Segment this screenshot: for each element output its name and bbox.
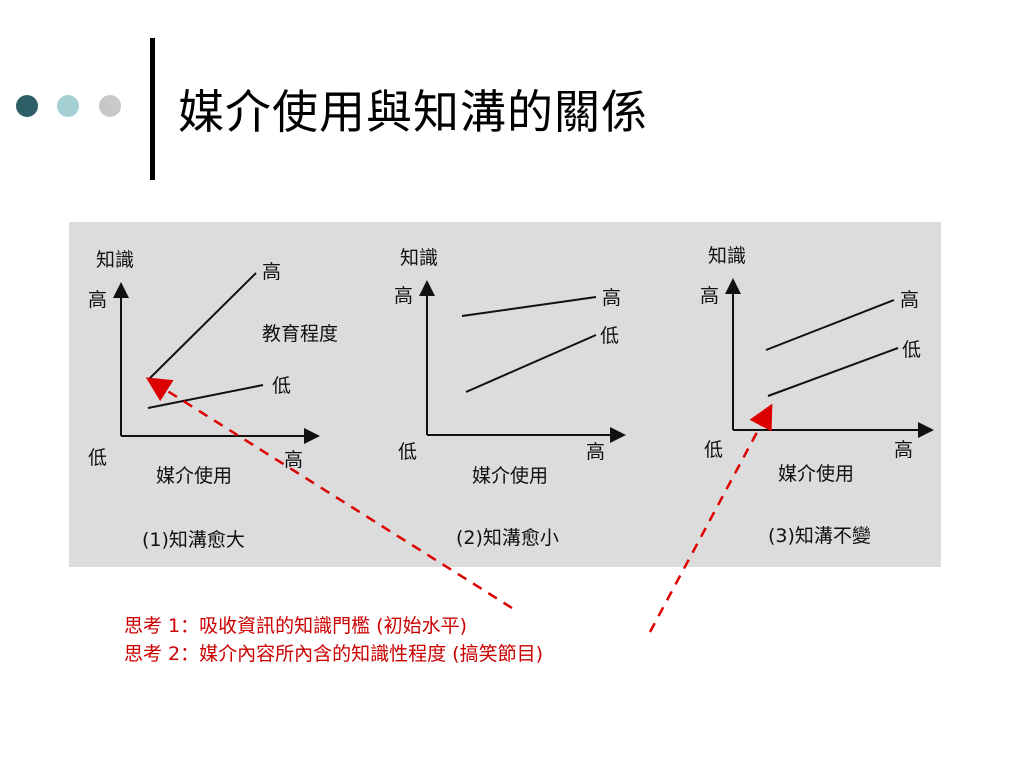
y-high-label: 高	[88, 289, 107, 311]
caption: (2)知溝愈小	[456, 527, 559, 549]
y-axis-label: 知識	[96, 249, 134, 271]
x-axis-label: 媒介使用	[778, 463, 854, 485]
line-low-label: 低	[272, 375, 291, 397]
x-high-label: 高	[284, 449, 303, 471]
note-line-2: 思考 2：媒介內容所內含的知識性程度 (搞笑節目)	[124, 643, 543, 665]
slide-title: 媒介使用與知溝的關係	[178, 85, 648, 139]
y-low-label: 低	[398, 441, 417, 463]
bullet-dot-2	[57, 95, 79, 117]
line-high-label: 高	[602, 287, 621, 309]
y-axis-label: 知識	[400, 247, 438, 269]
x-axis-label: 媒介使用	[472, 465, 548, 487]
pointer-arrow-1	[145, 377, 513, 610]
caption: (1)知溝愈大	[142, 529, 245, 551]
line-low-education	[465, 334, 597, 393]
line-low-education	[147, 384, 264, 409]
line-low-education	[767, 347, 899, 397]
line-high-education	[461, 296, 597, 317]
y-low-label: 低	[704, 439, 723, 461]
notes: 思考 1：吸收資訊的知識門檻 (初始水平) 思考 2：媒介內容所內含的知識性程度…	[124, 612, 543, 668]
x-high-label: 高	[894, 439, 913, 461]
line-high-label: 高	[900, 289, 919, 311]
y-high-label: 高	[394, 285, 413, 307]
line-low-label: 低	[902, 339, 921, 361]
note-line-1: 思考 1：吸收資訊的知識門檻 (初始水平)	[124, 615, 467, 637]
group-label: 教育程度	[262, 323, 338, 345]
x-high-label: 高	[586, 441, 605, 463]
line-high-label: 高	[262, 261, 281, 283]
panel-3: 知識 高 低 高 媒介使用 高 低 (3)知溝不變	[700, 245, 934, 547]
line-high-education	[147, 272, 257, 381]
panel-1: 知識 高 低 高 媒介使用 高 低 教育程度 (1)知溝愈大	[88, 249, 338, 551]
x-axis-label: 媒介使用	[156, 465, 232, 487]
y-high-label: 高	[700, 285, 719, 307]
y-low-label: 低	[88, 447, 107, 469]
pointer-arrow-2	[648, 403, 773, 633]
caption: (3)知溝不變	[768, 525, 871, 547]
bullet-dot-1	[16, 95, 38, 117]
line-low-label: 低	[600, 325, 619, 347]
y-axis-label: 知識	[708, 245, 746, 267]
bullet-dot-3	[99, 95, 121, 117]
line-high-education	[765, 299, 895, 351]
panel-2: 知識 高 低 高 媒介使用 高 低 (2)知溝愈小	[394, 247, 626, 549]
title-divider	[150, 38, 155, 180]
